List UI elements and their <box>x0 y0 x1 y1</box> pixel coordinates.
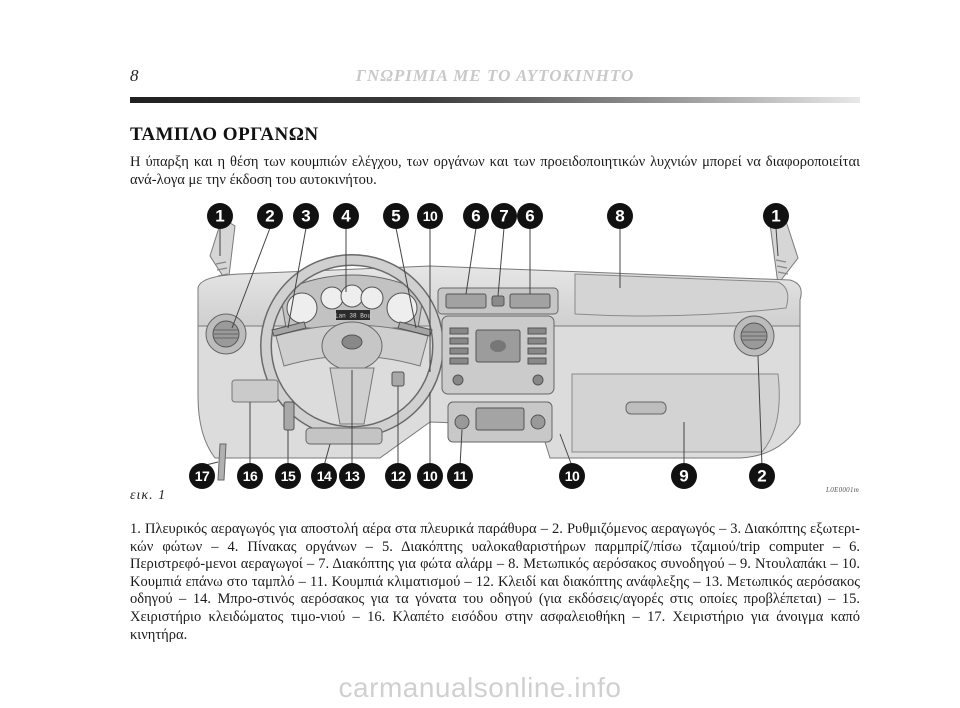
section-title: ΤΑΜΠΛΟ ΟΡΓΑΝΩΝ <box>130 124 319 145</box>
page-header: 8 ΓΝΩΡΙΜΙΑ ΜΕ ΤΟ ΑΥΤΟΚΙΝΗΤΟ <box>130 66 860 90</box>
svg-text:15: 15 <box>281 468 296 484</box>
callout-10-bottom-right: 10 <box>559 463 585 489</box>
svg-text:8: 8 <box>615 207 624 226</box>
callout-12: 12 <box>385 463 411 489</box>
callout-10-bottom-left: 10 <box>417 463 443 489</box>
header-rule <box>130 97 860 103</box>
callout-8: 8 <box>607 203 633 229</box>
callout-9: 9 <box>671 463 697 489</box>
svg-text:1: 1 <box>771 207 780 226</box>
svg-text:1: 1 <box>215 207 224 226</box>
svg-text:11: 11 <box>453 468 468 484</box>
callout-1-top-left: 1 <box>207 203 233 229</box>
svg-text:6: 6 <box>525 207 534 226</box>
svg-text:4: 4 <box>341 207 351 226</box>
callout-6-left: 6 <box>463 203 489 229</box>
svg-text:2: 2 <box>265 207 274 226</box>
dashboard-illustration: Lan 38 Bou <box>189 203 802 489</box>
figure-code: L0E0001m <box>826 486 860 494</box>
svg-text:14: 14 <box>317 468 332 484</box>
intro-paragraph: Η ύπαρξη και η θέση των κουμπιών ελέγχου… <box>130 154 860 188</box>
svg-text:17: 17 <box>195 468 210 484</box>
svg-text:16: 16 <box>243 468 258 484</box>
running-title: ΓΝΩΡΙΜΙΑ ΜΕ ΤΟ ΑΥΤΟΚΙΝΗΤΟ <box>355 66 635 85</box>
svg-text:5: 5 <box>391 207 400 226</box>
figure-legend: 1. Πλευρικός αεραγωγός για αποστολή αέρα… <box>130 521 860 643</box>
callout-4: 4 <box>333 203 359 229</box>
callout-14: 14 <box>311 463 337 489</box>
svg-text:9: 9 <box>679 467 688 486</box>
callout-3: 3 <box>293 203 319 229</box>
dashboard-figure: Lan 38 Bou <box>180 196 860 492</box>
callout-6-right: 6 <box>517 203 543 229</box>
svg-text:2: 2 <box>757 467 766 486</box>
callout-5: 5 <box>383 203 409 229</box>
svg-text:10: 10 <box>423 468 438 484</box>
callout-2-top: 2 <box>257 203 283 229</box>
callout-17: 17 <box>189 463 215 489</box>
svg-text:3: 3 <box>301 207 310 226</box>
callout-7: 7 <box>491 203 517 229</box>
svg-text:7: 7 <box>499 207 508 226</box>
svg-text:10: 10 <box>423 208 438 224</box>
callout-11: 11 <box>447 463 473 489</box>
watermark: carmanualsonline.info <box>338 672 622 703</box>
svg-text:6: 6 <box>471 207 480 226</box>
svg-text:10: 10 <box>565 468 580 484</box>
figure-caption: εικ. 1 <box>130 488 167 503</box>
callout-15: 15 <box>275 463 301 489</box>
callout-2-bottom: 2 <box>749 463 775 489</box>
callout-16: 16 <box>237 463 263 489</box>
callout-1-top-right: 1 <box>763 203 789 229</box>
svg-text:12: 12 <box>391 468 406 484</box>
page-number: 8 <box>130 66 139 85</box>
callout-10-top: 10 <box>417 203 443 229</box>
svg-text:13: 13 <box>345 468 360 484</box>
callout-13: 13 <box>339 463 365 489</box>
cluster-display-text: Lan 38 Bou <box>335 313 371 320</box>
